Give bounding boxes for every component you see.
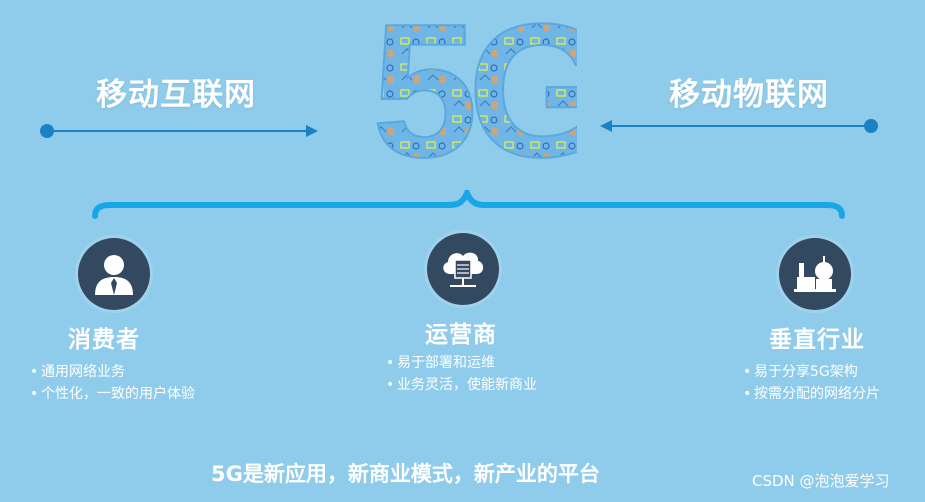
- operator-circle: [427, 233, 499, 305]
- user-icon: [95, 255, 133, 295]
- 5g-logo-text: 5G: [372, 8, 577, 168]
- consumer-bullet: 通用网络业务: [30, 361, 195, 383]
- industry-bullets: 易于分享5G架构 按需分配的网络分片: [743, 361, 880, 405]
- industry-title: 垂直行业: [769, 327, 865, 353]
- cloud-server-icon: [443, 252, 484, 287]
- operator-bullets: 易于部署和运维 业务灵活，使能新商业: [386, 352, 537, 396]
- left-arrow-head-icon: [306, 125, 318, 137]
- footer-statement: 5G是新应用，新商业模式，新产业的平台: [211, 462, 600, 486]
- consumer-bullets: 通用网络业务 个性化，一致的用户体验: [30, 361, 195, 405]
- factory-icon: [794, 256, 836, 292]
- industry-bullet: 按需分配的网络分片: [743, 383, 880, 405]
- left-title: 移动互联网: [96, 77, 256, 113]
- consumer-bullet: 个性化，一致的用户体验: [30, 383, 195, 405]
- industry-bullet: 易于分享5G架构: [743, 361, 880, 383]
- left-dot: [40, 124, 54, 138]
- right-arrow-line: [612, 125, 870, 127]
- right-arrow-head-icon: [600, 120, 612, 132]
- consumer-circle: [78, 238, 150, 310]
- consumer-title: 消费者: [68, 327, 140, 353]
- operator-bullet: 业务灵活，使能新商业: [386, 374, 537, 396]
- watermark: CSDN @泡泡爱学习: [752, 472, 890, 490]
- operator-bullet: 易于部署和运维: [386, 352, 537, 374]
- industry-circle: [779, 238, 851, 310]
- right-title: 移动物联网: [669, 77, 829, 113]
- connector-brace: [90, 185, 847, 220]
- left-arrow-line: [50, 130, 308, 132]
- operator-title: 运营商: [425, 322, 497, 348]
- right-dot: [864, 119, 878, 133]
- 5g-logo: 5G: [371, 0, 616, 198]
